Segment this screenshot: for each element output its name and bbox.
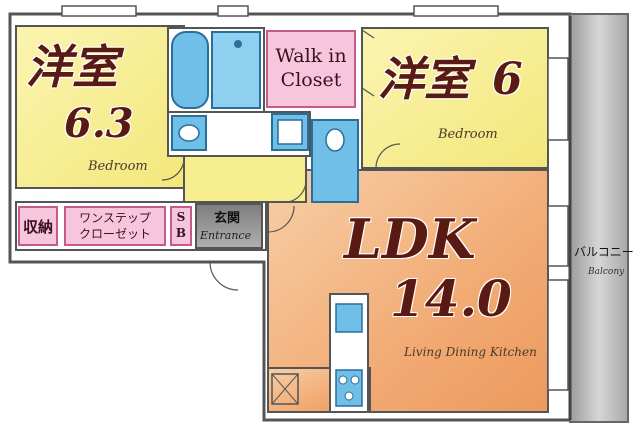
ldk-name: LDK	[344, 207, 476, 271]
shoe-box-line1: S	[176, 210, 186, 225]
bathtub-icon	[171, 31, 209, 109]
door-swing	[287, 179, 307, 203]
window	[547, 205, 569, 267]
balcony-caption: Balcony	[588, 267, 625, 277]
window	[547, 279, 569, 391]
west-bedroom-name: 洋室	[26, 40, 118, 94]
door-swing	[161, 157, 185, 181]
west-bedroom-caption: Bedroom	[88, 159, 148, 174]
balcony-label: バルコニー	[574, 245, 634, 259]
entrance-area	[195, 203, 263, 249]
east-bedroom-caption: Bedroom	[438, 127, 498, 142]
entrance-caption: Entrance	[200, 229, 252, 242]
window	[61, 5, 137, 17]
shoe-box-line2: B	[175, 226, 187, 240]
ldk-size: 14.0	[390, 269, 512, 328]
walk-in-closet-line1: Walk in	[275, 45, 347, 68]
toilet-icon	[325, 128, 345, 152]
one-step-closet: ワンステップ クローゼット	[64, 206, 166, 246]
one-step-closet-line2: クローゼット	[78, 227, 151, 241]
ldk-caption: Living Dining Kitchen	[404, 345, 537, 359]
door-swing	[375, 143, 401, 169]
refrigerator-space	[271, 373, 299, 405]
storage: 収納	[18, 206, 58, 246]
one-step-closet-line1: ワンステップ	[79, 210, 151, 225]
entrance-label: 玄関	[214, 211, 241, 226]
east-bedroom-size: 6	[492, 54, 523, 105]
door-swing	[267, 205, 295, 233]
shower-head-icon	[234, 40, 242, 48]
walk-in-closet-line2: Closet	[280, 69, 342, 91]
east-bedroom-name: 洋室	[378, 52, 470, 106]
window	[547, 57, 569, 141]
sink-icon	[335, 303, 363, 333]
hallway-area	[183, 155, 307, 203]
west-bedroom-size: 6.3	[64, 100, 134, 147]
window	[217, 5, 249, 17]
shoe-box: S B	[170, 206, 192, 246]
storage-label: 収納	[22, 217, 53, 236]
walk-in-closet: Walk in Closet	[266, 30, 356, 108]
stove-icon	[335, 369, 363, 407]
balcony-area	[569, 13, 629, 423]
window	[413, 5, 499, 17]
door-swing	[209, 261, 239, 291]
